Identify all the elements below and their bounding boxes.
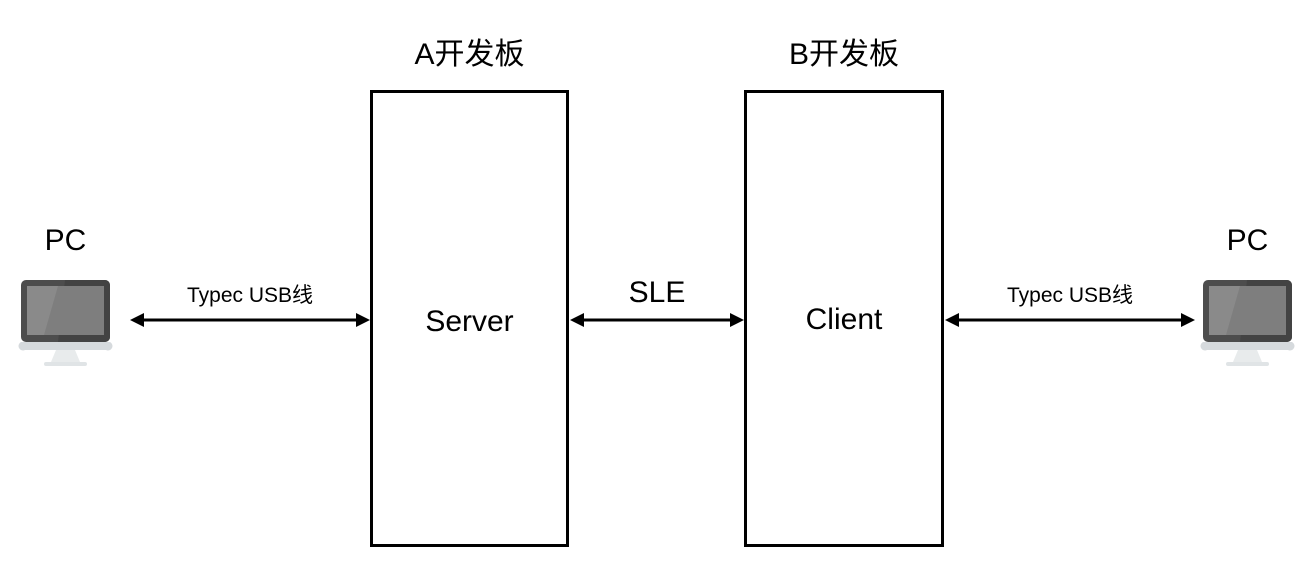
conn-middle-label: SLE [628, 276, 686, 309]
pc-right-label: PC [1226, 224, 1269, 257]
board-a-title: A开发板 [414, 38, 525, 71]
conn-left-arrow [130, 309, 370, 331]
monitor-icon-left [18, 278, 113, 368]
board-b-title: B开发板 [788, 38, 899, 71]
pc-left-label: PC [44, 224, 87, 257]
conn-left-label: Typec USB线 [186, 284, 314, 307]
board-a-box[interactable] [370, 90, 569, 547]
board-b-role: Client [805, 303, 883, 336]
conn-right-arrow [945, 309, 1195, 331]
board-b-box[interactable] [744, 90, 944, 547]
board-a-role: Server [425, 305, 514, 338]
conn-right-label: Typec USB线 [1006, 284, 1134, 307]
conn-middle-arrow [570, 309, 744, 331]
monitor-icon-right [1200, 278, 1295, 368]
